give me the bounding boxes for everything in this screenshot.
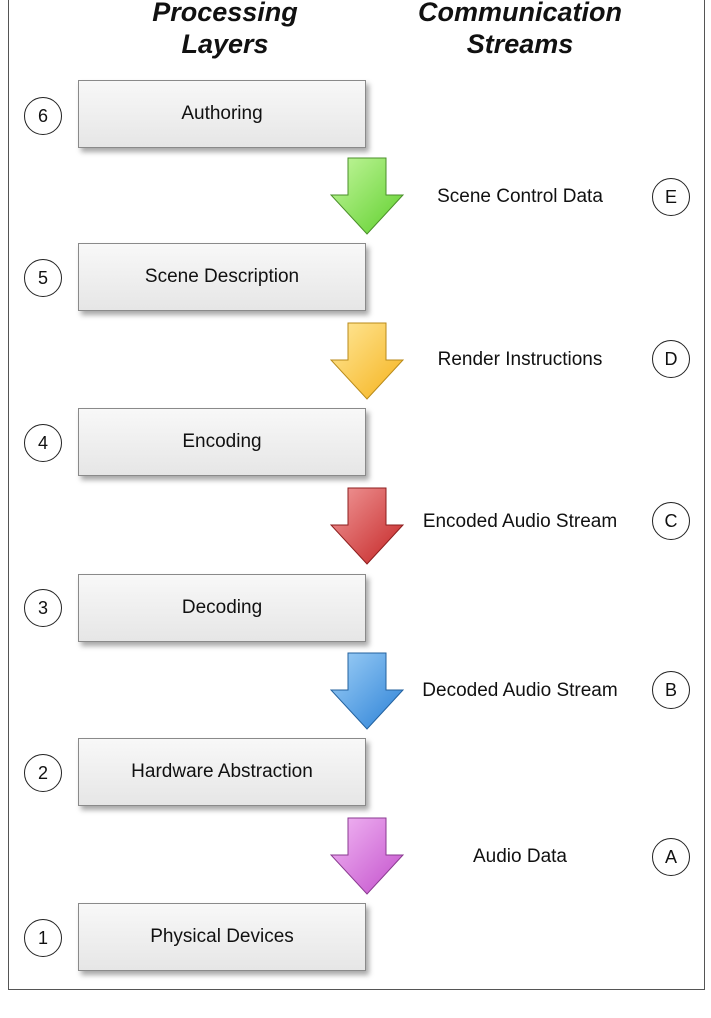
arrow-down-icon-encoded-audio (330, 487, 404, 565)
stream-id-a: A (652, 838, 690, 876)
stream-id-b: B (652, 671, 690, 709)
frame-right-border (704, 0, 705, 990)
stream-label-render-instructions: Render Instructions (437, 349, 603, 370)
layer-label-hardware-abstraction: Hardware Abstraction (131, 761, 313, 782)
layer-label-decoding: Decoding (181, 597, 263, 618)
layer-number-3: 3 (24, 589, 62, 627)
layer-box-scene-description: Scene Description (78, 243, 366, 311)
layer-number-4: 4 (24, 424, 62, 462)
stream-id-c: C (652, 502, 690, 540)
stream-id-e: E (652, 178, 690, 216)
communication-streams-header: Communication Streams (390, 0, 650, 60)
arrow-down-icon-scene-control (330, 157, 404, 235)
layer-number-2: 2 (24, 754, 62, 792)
layer-box-encoding: Encoding (78, 408, 366, 476)
layer-box-hardware-abstraction: Hardware Abstraction (78, 738, 366, 806)
stream-label-audio-data: Audio Data (472, 846, 567, 867)
arrow-down-icon-audio-data (330, 817, 404, 895)
processing-header-line1: Processing (152, 0, 298, 27)
frame-bottom-border (8, 989, 705, 990)
processing-header-line2: Layers (181, 29, 269, 59)
layer-number-5: 5 (24, 259, 62, 297)
communication-header-line2: Streams (466, 29, 574, 59)
layer-label-scene-description: Scene Description (144, 266, 300, 287)
processing-layers-header: Processing Layers (110, 0, 340, 60)
arrow-down-icon-render-instructions (330, 322, 404, 400)
layer-label-authoring: Authoring (181, 103, 263, 124)
stream-label-encoded-audio-stream: Encoded Audio Stream (422, 511, 618, 532)
layer-box-decoding: Decoding (78, 574, 366, 642)
arrow-down-icon-decoded-audio (330, 652, 404, 730)
stream-id-d: D (652, 340, 690, 378)
layer-box-physical-devices: Physical Devices (78, 903, 366, 971)
stream-label-scene-control-data: Scene Control Data (437, 186, 603, 207)
communication-header-line1: Communication (417, 0, 622, 27)
layer-label-physical-devices: Physical Devices (150, 926, 294, 947)
layer-label-encoding: Encoding (182, 431, 262, 452)
frame-left-border (8, 0, 9, 990)
layer-number-6: 6 (24, 97, 62, 135)
layer-number-1: 1 (24, 919, 62, 957)
stream-label-decoded-audio-stream: Decoded Audio Stream (422, 680, 618, 701)
layer-box-authoring: Authoring (78, 80, 366, 148)
